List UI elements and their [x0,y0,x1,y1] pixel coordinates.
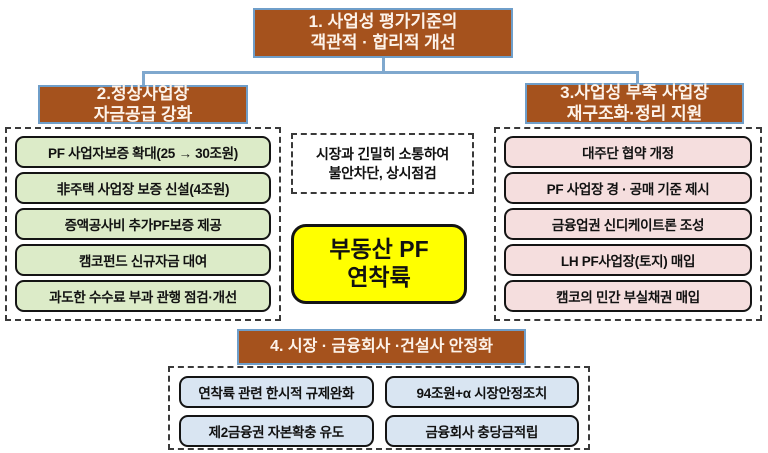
header-2-line1: 2.정상사업장 [96,83,190,103]
header-4-label: 4. 시장 · 금융회사 ·건설사 안정화 [270,338,493,356]
header-3-insufficient-sites: 3.사업성 부족 사업장 재구조화·정리 지원 [525,83,744,124]
right-measure-item: LH PF사업장(토지) 매입 [504,244,752,276]
header-3-line2: 재구조화·정리 지원 [566,103,703,123]
left-measure-item: 과도한 수수료 부과 관행 점검·개선 [15,280,271,312]
core-line2: 연착륙 [347,264,411,290]
right-measure-item: PF 사업장 경 · 공매 기준 제시 [504,172,752,204]
header-2-line2: 자금공급 강화 [93,104,193,124]
connector-horizontal [142,71,639,74]
core-line1: 부동산 PF [329,236,429,263]
bottom-measure-item: 연착륙 관련 한시적 규제완화 [179,376,374,408]
market-communication-note: 시장과 긴밀히 소통하여 불안차단, 상시점검 [291,133,474,194]
note-line1: 시장과 긴밀히 소통하여 [316,145,449,162]
connector-vertical-right [636,73,639,84]
left-measures-group: PF 사업자보증 확대(25 → 30조원) 非주택 사업장 보증 신설(4조원… [5,127,281,321]
core-goal-box: 부동산 PF 연착륙 [291,224,467,304]
connector-vertical-left [142,73,145,86]
header-1-line1: 1. 사업성 평가기준의 [308,12,458,32]
left-measure-item: 캠코펀드 신규자금 대여 [15,244,271,276]
right-measure-item: 대주단 협약 개정 [504,136,752,168]
right-measure-item: 캠코의 민간 부실채권 매입 [504,280,752,312]
right-measure-item: 금융업권 신디케이트론 조성 [504,208,752,240]
bottom-measure-item: 94조원+α 시장안정조치 [384,376,579,408]
header-3-line1: 3.사업성 부족 사업장 [560,82,709,102]
note-line2: 불안차단, 상시점검 [328,164,437,181]
connector-vertical-top [382,58,385,72]
bottom-measures-group: 연착륙 관련 한시적 규제완화 94조원+α 시장안정조치 제2금융권 자본확충… [168,366,590,450]
header-1-line2: 객관적 · 합리적 개선 [310,33,456,52]
header-2-normal-sites: 2.정상사업장 자금공급 강화 [38,83,248,124]
header-4-stabilization: 4. 시장 · 금융회사 ·건설사 안정화 [237,329,526,365]
right-measures-group: 대주단 협약 개정 PF 사업장 경 · 공매 기준 제시 금융업권 신디케이트… [494,127,762,321]
header-1-evaluation-criteria: 1. 사업성 평가기준의 객관적 · 합리적 개선 [253,8,513,58]
bottom-measure-item: 제2금융권 자본확충 유도 [179,415,374,447]
left-measure-item: 증액공사비 추가PF보증 제공 [15,208,271,240]
bottom-measure-item: 금융회사 충당금적립 [384,415,579,447]
left-measure-item: PF 사업자보증 확대(25 → 30조원) [15,136,271,168]
left-measure-item: 非주택 사업장 보증 신설(4조원) [15,172,271,204]
